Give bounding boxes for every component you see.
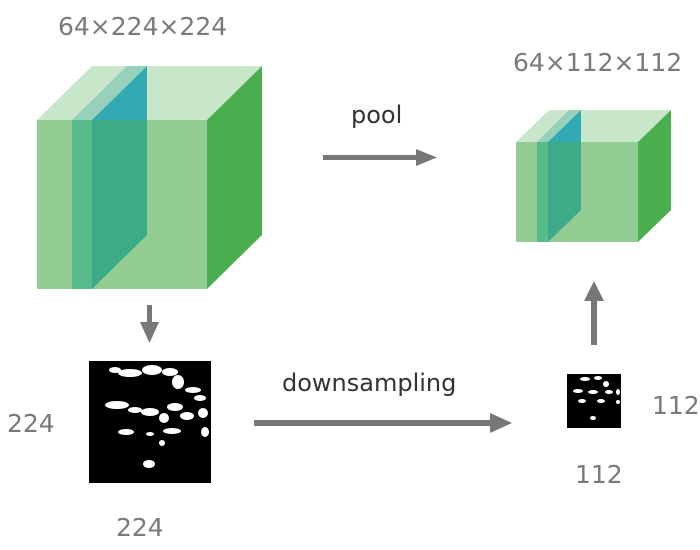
pool-arrow [323,149,437,166]
large-tensor-shape-label: 64×224×224 [58,12,228,41]
large-slice-face [92,120,147,289]
small-slice-top [548,110,581,142]
large-cube-side-face [207,66,262,289]
down-arrow [140,305,159,343]
small-mask-height-label: 112 [652,391,700,420]
small-slice-face [548,142,581,242]
pool-label: pool [351,101,403,129]
small-mask-image [567,374,621,428]
large-mask-image [89,361,211,483]
large-slice-top [92,66,147,120]
small-cube-side-face [638,110,671,242]
small-tensor-shape-label: 64×112×112 [513,48,683,77]
small-slice-strip [537,142,548,242]
small-feature-cube [516,110,671,242]
large-slice-strip [72,120,92,289]
small-mask-width-label: 112 [575,460,623,489]
large-slice-top-light [72,66,147,120]
downsampling-arrow [254,413,512,433]
small-slice-top-light [537,110,581,142]
large-feature-cube [37,66,262,289]
large-mask-width-label: 224 [116,513,164,542]
large-mask-height-label: 224 [7,409,55,438]
downsampling-label: downsampling [282,369,457,397]
up-arrow [584,281,604,345]
